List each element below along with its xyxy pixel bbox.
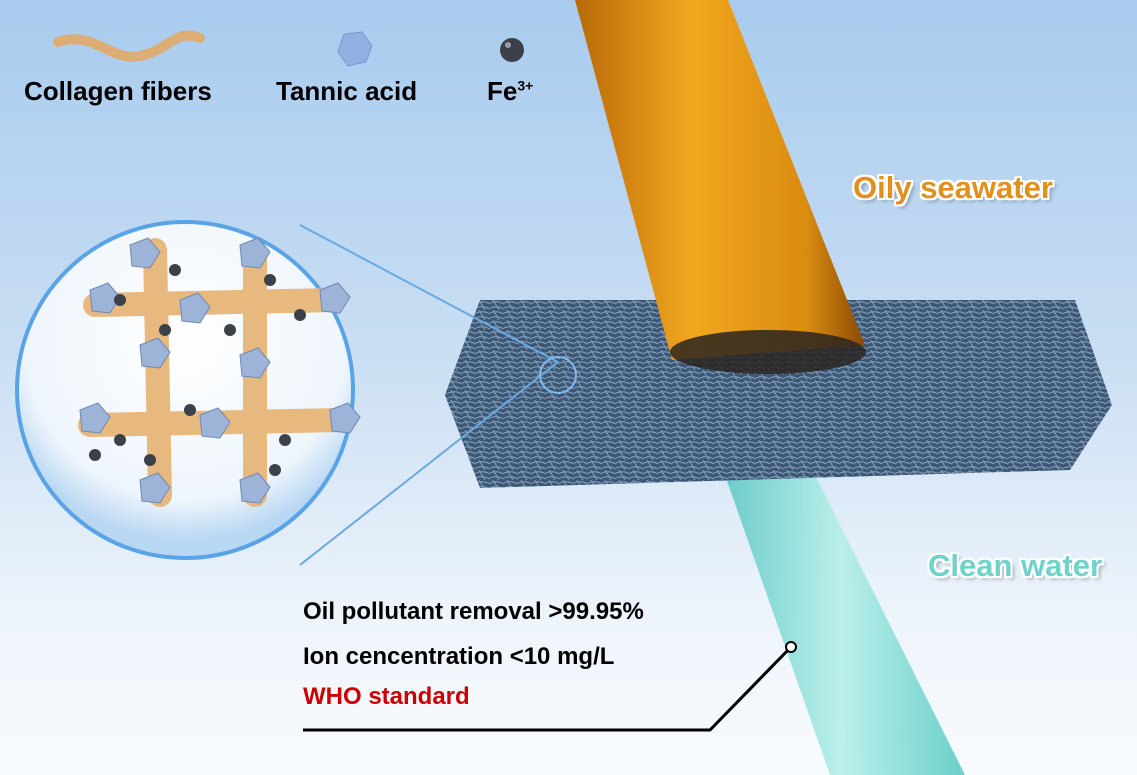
fe-ion-icon	[500, 38, 524, 62]
fe-symbol: Fe	[487, 76, 518, 106]
oily-seawater-label: Oily seawater	[853, 170, 1053, 205]
oily-seawater-stream	[575, 0, 865, 360]
legend-tannic-label: Tannic acid	[276, 76, 418, 106]
inset-zoom-circle	[15, 220, 355, 560]
tannic-acid-clusters	[79, 237, 361, 504]
fe-ions	[89, 264, 306, 476]
fiber-membrane	[445, 300, 1112, 488]
clean-water-label: Clean water	[928, 548, 1103, 583]
clean-water-stream	[718, 455, 965, 775]
legend-fe-label: Fe3+	[487, 76, 533, 107]
ion-concentration-text: Ion cencentration <10 mg/L	[303, 643, 615, 670]
legend-collagen-label: Collagen fibers	[24, 76, 212, 106]
tannic-acid-icon	[337, 31, 373, 67]
fe-charge: 3+	[517, 77, 534, 94]
collagen-fiber-icon	[53, 30, 205, 62]
callout-line	[303, 646, 792, 732]
oil-removal-text: Oil pollutant removal >99.95%	[303, 598, 644, 625]
callout-dot	[785, 641, 797, 653]
who-standard-text: WHO standard	[303, 683, 470, 710]
